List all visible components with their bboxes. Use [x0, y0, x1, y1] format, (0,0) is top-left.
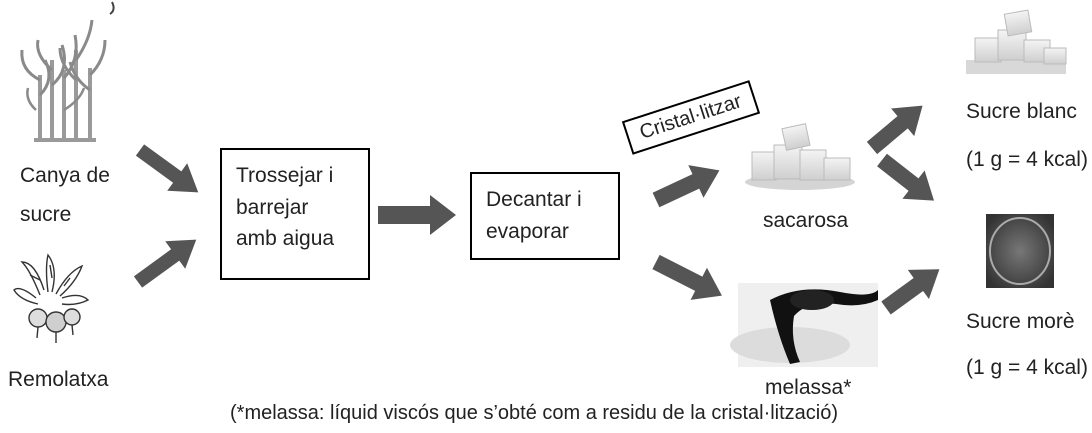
sucrose-label: sacarosa [763, 209, 849, 232]
step-decant-evaporate-box: Decantar i evaporar [470, 172, 620, 260]
white-sugar-image [966, 9, 1067, 74]
brown-sugar-label: Sucre morè [966, 310, 1075, 333]
input-beet-label: Remolatxa [8, 368, 109, 391]
flow-arrows [133, 105, 940, 315]
step1-line2: barrejar [236, 195, 309, 219]
footnote: (*melassa: líquid viscós que s’obté com … [230, 402, 839, 424]
input-sugar-cane-label: Canya de sucre [20, 160, 110, 231]
brown-sugar-image [986, 214, 1054, 288]
brown-sugar-kcal: (1 g = 4 kcal) [966, 356, 1088, 379]
beet-image [13, 253, 90, 343]
step2-line2: evaporar [486, 219, 569, 243]
step1-line1: Trossejar i [236, 164, 334, 187]
molasses-label: melassa* [765, 376, 852, 399]
step2-line1: Decantar i [486, 188, 582, 211]
molasses-image [730, 283, 878, 367]
sucrose-image [745, 123, 855, 190]
cane-label-line2: sucre [20, 202, 72, 226]
white-sugar-kcal: (1 g = 4 kcal) [966, 148, 1088, 171]
step-chop-mix-box: Trossejar i barrejar amb aigua [220, 148, 370, 280]
white-sugar-label: Sucre blanc [966, 100, 1077, 123]
cane-label-line1: Canya de [20, 164, 110, 187]
step1-line3: amb aigua [236, 227, 335, 250]
sugar-cane-image [20, 19, 107, 142]
